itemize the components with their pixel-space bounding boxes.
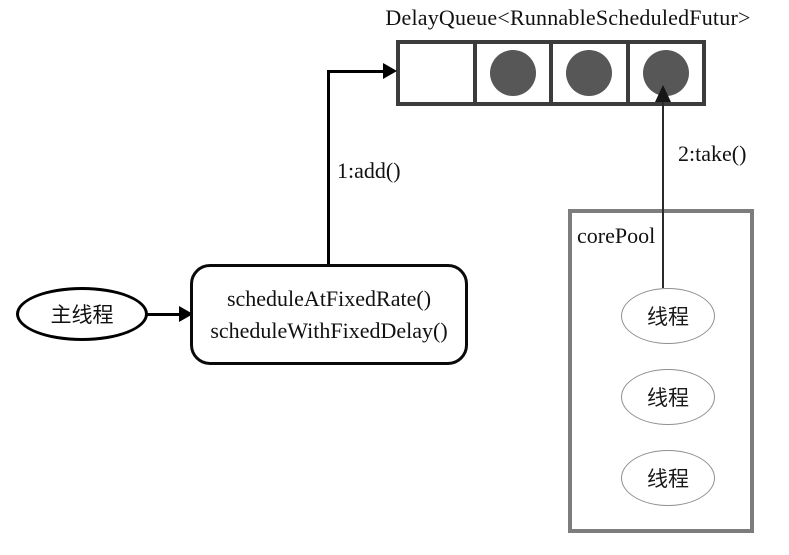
scheduler-method-fixed-rate: scheduleAtFixedRate() bbox=[226, 286, 432, 312]
task-circle-icon bbox=[566, 50, 613, 96]
add-arrowhead-icon bbox=[383, 63, 397, 79]
main-thread-arrow-line bbox=[146, 313, 181, 316]
thread-ellipse: 线程 bbox=[621, 369, 715, 425]
take-arrow-line bbox=[662, 90, 664, 288]
take-arrowhead-icon bbox=[655, 85, 671, 102]
take-arrow-label: 2:take() bbox=[678, 141, 747, 166]
thread-label: 线程 bbox=[647, 467, 689, 491]
add-arrow-line-vertical bbox=[327, 70, 330, 265]
delay-queue bbox=[396, 40, 706, 106]
main-thread-arrowhead-icon bbox=[179, 306, 193, 322]
core-pool-box: corePool 线程 线程 线程 bbox=[568, 209, 754, 533]
thread-ellipse: 线程 bbox=[621, 450, 715, 506]
thread-label: 线程 bbox=[647, 386, 689, 410]
delay-queue-title: DelayQueue<RunnableScheduledFutur> bbox=[385, 5, 751, 30]
main-thread-label: 主线程 bbox=[50, 303, 114, 327]
queue-cell bbox=[553, 44, 630, 102]
task-circle-icon bbox=[489, 50, 536, 96]
add-arrow-line-horizontal bbox=[327, 70, 385, 73]
scheduler-box: scheduleAtFixedRate() scheduleWithFixedD… bbox=[190, 264, 468, 365]
add-arrow-label: 1:add() bbox=[337, 158, 401, 183]
thread-ellipse: 线程 bbox=[621, 288, 715, 344]
queue-cell bbox=[477, 44, 553, 102]
core-pool-label: corePool bbox=[577, 223, 656, 248]
scheduler-method-fixed-delay: scheduleWithFixedDelay() bbox=[210, 317, 448, 343]
main-thread-ellipse: 主线程 bbox=[16, 287, 148, 341]
queue-cell-empty bbox=[400, 44, 477, 102]
thread-label: 线程 bbox=[647, 305, 689, 329]
